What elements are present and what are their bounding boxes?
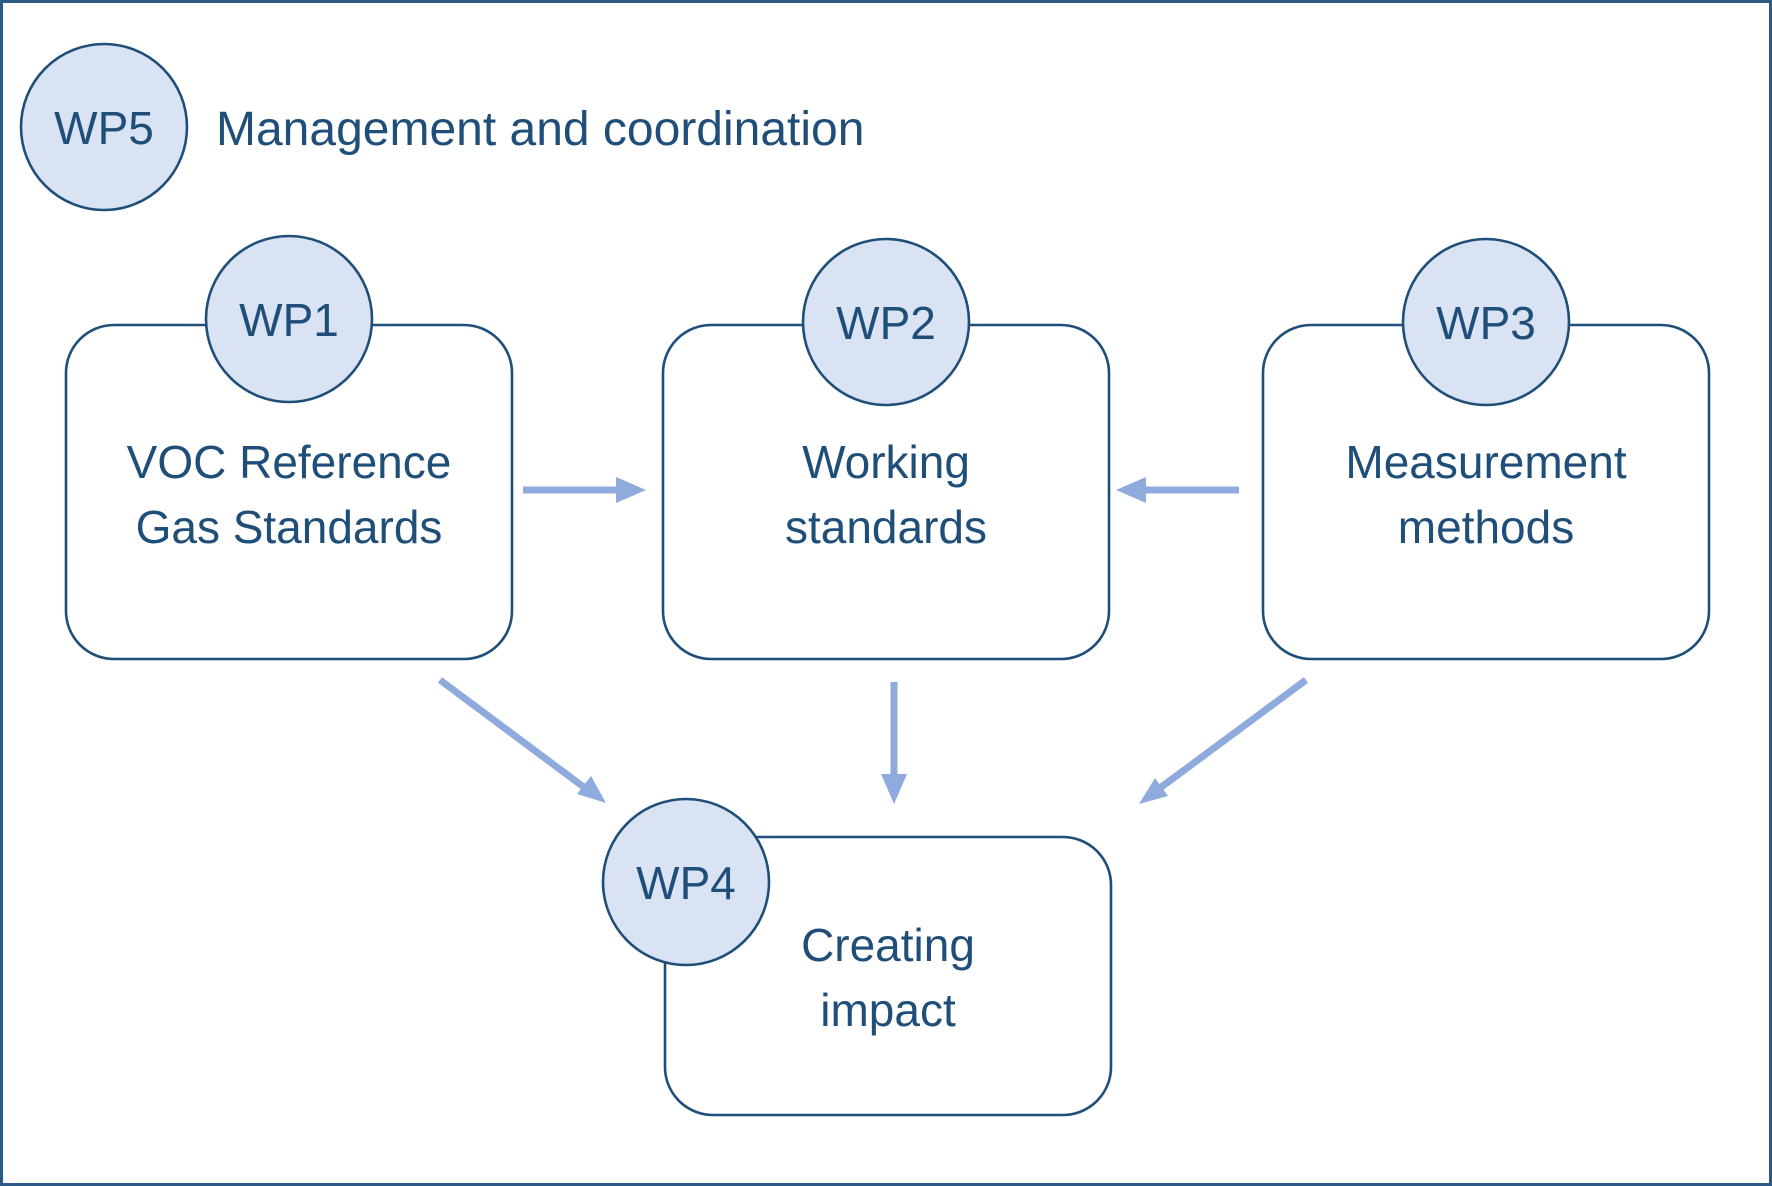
wp4-box bbox=[663, 835, 1113, 1117]
wp4-title-line1: Creating bbox=[801, 919, 975, 971]
wp4-code: WP4 bbox=[636, 857, 736, 909]
wp5-header: WP5 Management and coordination bbox=[19, 42, 864, 212]
wp3-title-line1: Measurement bbox=[1345, 436, 1626, 488]
wp5-circle bbox=[19, 42, 189, 212]
arrow-wp1-to-wp2 bbox=[523, 477, 646, 503]
wp4-package: WP4 Creating impact bbox=[601, 797, 1113, 1117]
arrow-wp3-to-wp2 bbox=[1116, 477, 1239, 503]
wp1-package: WP1 VOC Reference Gas Standards bbox=[64, 234, 514, 661]
wp1-circle bbox=[204, 234, 374, 404]
wp1-code: WP1 bbox=[239, 294, 339, 346]
arrows bbox=[437, 477, 1309, 804]
wp1-title-line1: VOC Reference bbox=[127, 436, 452, 488]
wp3-title-line2: methods bbox=[1398, 501, 1574, 553]
wp2-title-line1: Working bbox=[802, 436, 970, 488]
arrow-wp3-to-wp4 bbox=[1139, 677, 1309, 804]
wp3-package: WP3 Measurement methods bbox=[1261, 237, 1711, 661]
wp4-circle bbox=[601, 797, 771, 967]
arrow-wp2-to-wp4 bbox=[881, 682, 907, 804]
wp5-code: WP5 bbox=[54, 102, 154, 154]
wp4-title-line2: impact bbox=[820, 984, 956, 1036]
arrow-wp1-to-wp4 bbox=[437, 677, 606, 803]
wp2-package: WP2 Working standards bbox=[661, 237, 1111, 661]
wp2-circle bbox=[801, 237, 971, 407]
wp1-title-line2: Gas Standards bbox=[136, 501, 443, 553]
wp2-code: WP2 bbox=[836, 297, 936, 349]
wp3-code: WP3 bbox=[1436, 297, 1536, 349]
wp2-title-line2: standards bbox=[785, 501, 987, 553]
wp3-circle bbox=[1401, 237, 1571, 407]
wp5-label: Management and coordination bbox=[216, 103, 864, 156]
